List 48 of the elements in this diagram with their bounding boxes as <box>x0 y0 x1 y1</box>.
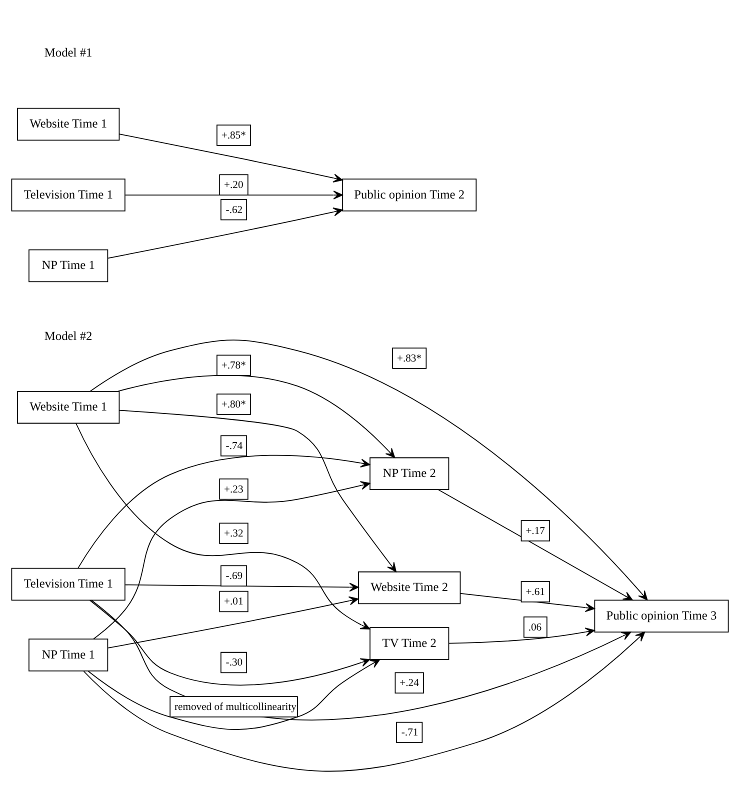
arrow <box>108 208 343 259</box>
edge-label: -.74 <box>226 440 243 452</box>
arrow <box>90 340 648 600</box>
node-box: Website Time 2 <box>358 571 461 604</box>
arrow <box>108 596 359 648</box>
edge-label: +.80* <box>221 399 246 410</box>
edge-label: +.20 <box>224 180 244 192</box>
node-box: Television Time 1 <box>11 568 126 601</box>
node-box: TV Time 2 <box>370 627 450 660</box>
arrow <box>448 628 595 644</box>
edge-label: +.32 <box>224 528 244 540</box>
edge-label: -.30 <box>226 658 243 669</box>
edge-label: -.62 <box>226 204 243 216</box>
arrow <box>118 410 396 572</box>
label: Model #1 <box>44 46 92 60</box>
node-box: Public opinion Time 3 <box>594 600 729 632</box>
edge-label: +.61 <box>526 586 545 598</box>
arrow <box>90 600 370 686</box>
edge-label: -.71 <box>401 728 418 739</box>
arrow <box>438 489 633 600</box>
node-box: Website Time 1 <box>17 390 120 424</box>
edge-label: +.83* <box>396 353 422 364</box>
node-box: NP Time 2 <box>370 457 450 490</box>
node-box: Website Time 1 <box>17 108 120 141</box>
edge-label: +.01 <box>224 596 244 608</box>
arrow <box>118 134 343 182</box>
arrow <box>76 422 370 630</box>
node-box: NP Time 1 <box>28 638 108 672</box>
edge-label: +.24 <box>400 678 419 690</box>
node-box: NP Time 1 <box>28 249 108 282</box>
arrow <box>91 600 632 720</box>
arrow <box>83 632 646 772</box>
arrow <box>460 593 595 612</box>
node-box: Public opinion Time 2 <box>342 178 477 212</box>
edge-label: +.17 <box>526 526 545 537</box>
edge-label: removed of multicollinearity <box>174 702 296 713</box>
edge-label: -.69 <box>226 571 243 582</box>
edge-label: .06 <box>528 622 542 634</box>
label: Model #2 <box>44 328 92 343</box>
arrow <box>124 190 343 200</box>
edge-label: +.78* <box>221 360 246 372</box>
edge-label: +.85* <box>221 130 246 142</box>
arrow <box>124 582 359 592</box>
arrow <box>93 481 370 640</box>
node-box: Television Time 1 <box>11 178 126 212</box>
edge-label: +.23 <box>224 484 244 496</box>
arrow <box>78 454 370 569</box>
arrow <box>88 659 380 730</box>
